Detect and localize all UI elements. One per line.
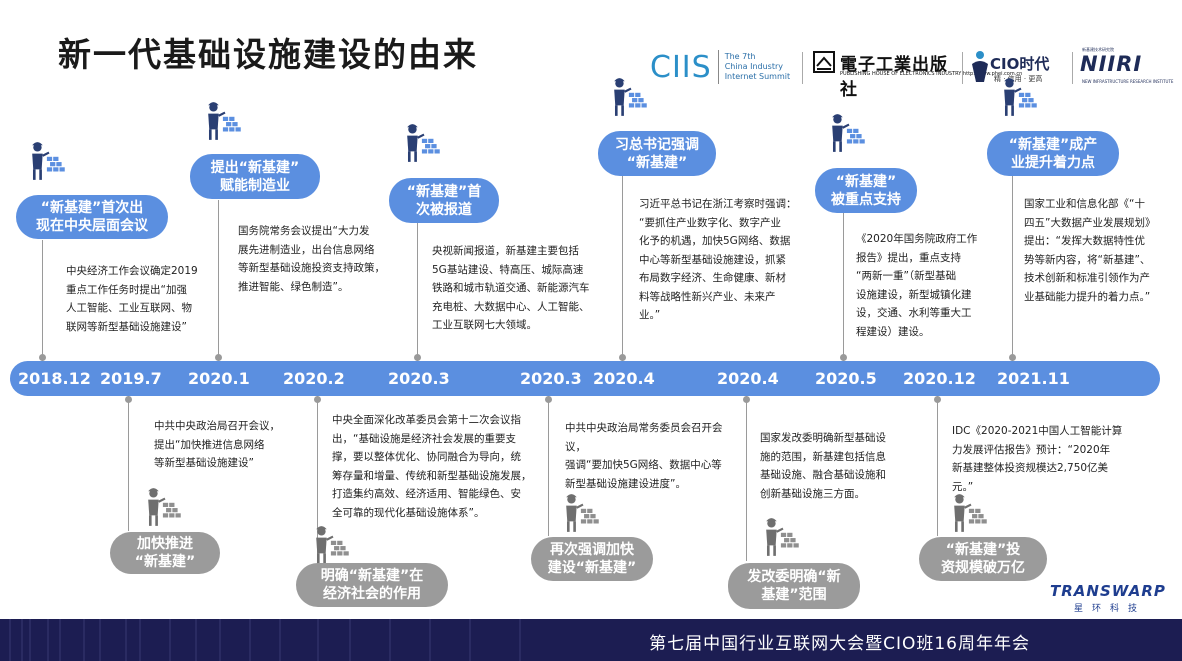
construction-worker-icon — [314, 524, 351, 566]
event-description: 中央经济工作会议确定2019 重点工作任务时提出“加强 人工智能、工业互联网、物… — [66, 265, 198, 333]
cio-logo-text: CIO时代 — [990, 55, 1050, 73]
timeline-date: 2020.4 — [593, 369, 655, 388]
phei-logo-text: 電子工業出版社 — [840, 55, 948, 100]
niiri-logo: 新基建技术研究院 NIIRI NEW INFRASTRUCTURE RESEAR… — [1080, 47, 1174, 84]
ciis-logo: CIIS The 7th China Industry Internet Sum… — [650, 46, 795, 88]
event-description: 中共中央政治局召开会议， 提出“加快推进信息网络 等新型基础设施建设” — [154, 420, 280, 469]
timeline-date: 2020.12 — [903, 369, 976, 388]
event-description: 《2020年国务院政府工作 报告》提出，重点支持 “两新一重”（新型基础 设施建… — [856, 233, 978, 338]
cio-emblem-icon — [972, 51, 988, 82]
ciis-logo-text: CIIS — [650, 49, 712, 85]
transwarp-logo-text: TRANSWARP — [1050, 582, 1166, 600]
event-pill: 发改委明确“新 基建”范围 — [728, 563, 860, 609]
event-pill: 明确“新基建”在 经济社会的作用 — [296, 563, 448, 607]
phei-logo-url: PUBLISHING HOUSE OF ELECTRONICS INDUSTRY… — [840, 71, 1023, 77]
timeline-date: 2020.5 — [815, 369, 877, 388]
construction-worker-icon — [146, 486, 183, 528]
event-description: 国务院常务会议提出“大力发 展先进制造业，出台信息网络 等新型基础设施投资支持政… — [238, 225, 385, 293]
event-pill: “新基建”首次出 现在中央层面会议 — [16, 195, 168, 239]
construction-worker-icon — [206, 100, 243, 142]
construction-worker-icon — [1002, 76, 1039, 118]
event-pill: “新基建” 被重点支持 — [815, 168, 917, 213]
cio-logo-subtitle: 精 · 信用 · 更高 — [994, 75, 1043, 83]
timeline-bar — [10, 361, 1160, 396]
construction-worker-icon — [952, 492, 989, 534]
event-description: 央视新闻报道，新基建主要包括 5G基站建设、特高压、城际高速 铁路和城市轨道交通… — [432, 245, 590, 331]
event-description: 习近平总书记在浙江考察时强调： “要抓住产业数字化、数字产业 化予的机遇，加快5… — [639, 198, 797, 321]
phei-logo: 電子工業出版社 PUBLISHING HOUSE OF ELECTRONICS … — [810, 46, 1022, 100]
timeline-date: 2021.11 — [997, 369, 1070, 388]
construction-worker-icon — [564, 492, 601, 534]
construction-worker-icon — [764, 516, 801, 558]
timeline-date: 2020.3 — [520, 369, 582, 388]
event-pill: 习总书记强调 “新基建” — [598, 131, 716, 176]
sponsor-logos: CIIS The 7th China Industry Internet Sum… — [650, 46, 1174, 100]
event-description: 中央全面深化改革委员会第十二次会议指 出，“基础设施是经济社会发展的重要支 撑，… — [332, 414, 532, 519]
timeline-date: 2020.1 — [188, 369, 250, 388]
construction-worker-icon — [405, 122, 442, 164]
timeline-date: 2020.2 — [283, 369, 345, 388]
event-pill: 加快推进 “新基建” — [110, 532, 220, 574]
construction-worker-icon — [30, 140, 67, 182]
transwarp-logo-subtitle: 星环科技 — [1074, 604, 1147, 614]
timeline-date: 2020.3 — [388, 369, 450, 388]
timeline-date: 2020.4 — [717, 369, 779, 388]
page-title: 新一代基础设施建设的由来 — [58, 35, 478, 74]
event-pill: 再次强调加快 建设“新基建” — [531, 537, 653, 581]
ciis-logo-subtitle: The 7th China Industry Internet Summit — [724, 52, 791, 81]
footer-event-title: 第七届中国行业互联网大会暨CIO班16周年年会 — [649, 634, 1030, 654]
construction-worker-icon — [612, 76, 649, 118]
footer-banner: 第七届中国行业互联网大会暨CIO班16周年年会 — [0, 619, 1182, 661]
event-description: 中共中央政治局常务委员会召开会议， 强调“要加快5G网络、数据中心等 新型基础设… — [565, 422, 723, 490]
event-description: IDC《2020-2021中国人工智能计算 力发展评估报告》预计：“2020年 … — [952, 425, 1123, 493]
footer-stripes-decoration — [9, 619, 521, 661]
construction-worker-icon — [830, 112, 867, 154]
transwarp-logo: TRANSWARP 星环科技 — [1050, 582, 1166, 614]
timeline-date: 2018.12 — [18, 369, 91, 388]
event-pill: “新基建”首 次被报道 — [389, 178, 499, 223]
cio-logo: CIO时代 精 · 信用 · 更高 — [968, 46, 1068, 88]
niiri-logo-text: NIIRI — [1080, 52, 1143, 76]
event-description: 国家发改委明确新型基础设 施的范围，新基建包括信息 基础设施、融合基础设施和 创… — [760, 432, 886, 500]
event-pill: “新基建”成产 业提升着力点 — [987, 131, 1119, 176]
timeline-date: 2019.7 — [100, 369, 162, 388]
event-description: 国家工业和信息化部《“十 四五”大数据产业发展规划》 提出：“发挥大数据特性优 … — [1024, 198, 1156, 303]
phei-emblem-icon — [813, 51, 835, 73]
event-pill: 提出“新基建” 赋能制造业 — [190, 154, 320, 199]
event-pill: “新基建”投 资规模破万亿 — [919, 537, 1047, 581]
